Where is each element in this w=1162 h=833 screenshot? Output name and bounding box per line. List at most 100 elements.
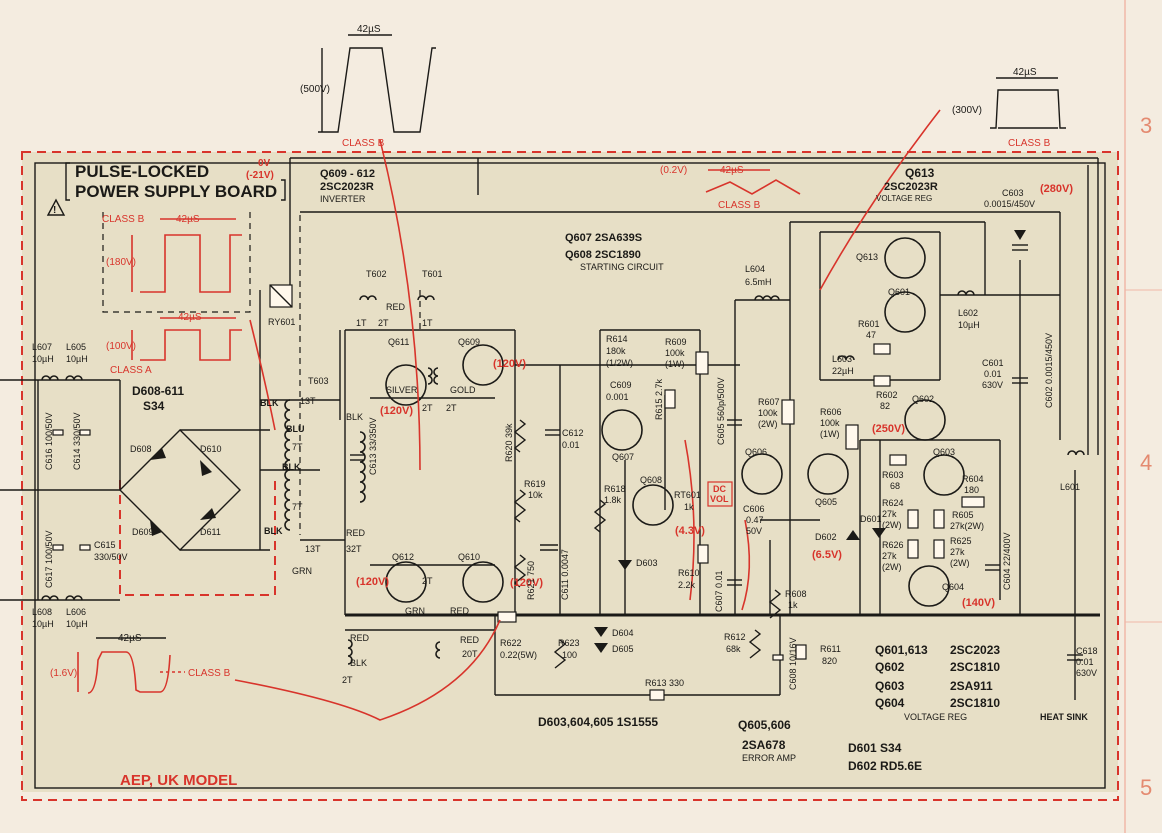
- c603-marker: [1014, 230, 1026, 240]
- svg-text:CLASS A: CLASS A: [110, 365, 152, 376]
- turns-2t-c: 2T: [446, 403, 457, 413]
- r602-body: [873, 375, 891, 387]
- r625-body: [933, 539, 945, 559]
- r626-label: R626: [882, 540, 904, 550]
- legend-row1-left: Q601,613: [875, 643, 928, 657]
- t602-label: T602: [366, 269, 387, 279]
- title-bracket-left: [65, 162, 70, 201]
- c603-value: 0.0015/450V: [984, 199, 1035, 209]
- l601-coil: [1067, 450, 1085, 456]
- c603-label: C603: [1002, 188, 1024, 198]
- capacitors: [52, 244, 1083, 661]
- turns-2t-e: 2T: [342, 675, 353, 685]
- d601-label: D601: [860, 514, 882, 524]
- waveform-4: CLASS B 42µS (180V): [102, 214, 242, 293]
- voltage-280v: (280V): [1040, 183, 1073, 195]
- board-title-line1: PULSE-LOCKED: [75, 162, 209, 181]
- red-label-5: RED: [460, 635, 480, 645]
- r604-label: R604: [962, 474, 984, 484]
- r611-body: [795, 644, 807, 660]
- l602-value: 10µH: [958, 320, 980, 330]
- q610-label: Q610: [458, 552, 480, 562]
- c615-label: C615: [94, 540, 116, 550]
- svg-text:(1.6V): (1.6V): [50, 668, 77, 679]
- turns-1t-b: 1T: [422, 318, 433, 328]
- d609-label: D609: [132, 527, 154, 537]
- q607-symbol: [601, 409, 643, 451]
- turns-13t-b: 13T: [305, 544, 321, 554]
- r606-value: 100k: [820, 418, 840, 428]
- r622-value: 0.22(5W): [500, 650, 537, 660]
- d603-symbol: [618, 560, 632, 570]
- t-coil-3: [347, 639, 353, 665]
- voltage-120v-q612: (120V): [356, 576, 389, 588]
- c618-value: 0.01: [1076, 657, 1094, 667]
- r623-zigzag: [553, 639, 567, 669]
- red-arrows: [234, 109, 941, 721]
- d605-label: D605: [612, 644, 634, 654]
- r609-watt: (1W): [665, 359, 685, 369]
- l605-value: 10µH: [66, 354, 88, 364]
- l603-coil: [837, 355, 855, 361]
- d601-symbol: [872, 528, 886, 538]
- r619-value: 10k: [528, 490, 543, 500]
- q610-symbol: [462, 561, 504, 603]
- grn-label: GRN: [292, 566, 312, 576]
- q609-label: Q609: [458, 337, 480, 347]
- d610-label: D610: [200, 444, 222, 454]
- board-outline-dashed: [21, 151, 1119, 801]
- r612-zigzag: [748, 629, 762, 659]
- r610-label: R610: [678, 568, 700, 578]
- q609-symbol: [462, 344, 504, 386]
- ry601-label: RY601: [268, 317, 295, 327]
- r602-label: R602: [876, 390, 898, 400]
- r601-body: [873, 343, 891, 355]
- c601-voltage: 630V: [982, 380, 1003, 390]
- q612-symbol: [385, 561, 427, 603]
- turns-32t: 32T: [346, 544, 362, 554]
- l606-coil: [65, 595, 83, 601]
- q609-612-role: INVERTER: [320, 194, 366, 204]
- q613-type: 2SC2023R: [884, 181, 938, 193]
- l605-label: L605: [66, 342, 86, 352]
- c614-label: C614 330/50V: [72, 412, 82, 470]
- q601-label: Q601: [888, 287, 910, 297]
- s34-label: S34: [143, 399, 165, 413]
- blu-label: BLU: [286, 424, 305, 434]
- red-label-2: RED: [386, 302, 406, 312]
- t603-secondary-coil: [359, 431, 366, 503]
- r607-watt: (2W): [758, 419, 778, 429]
- q613-label: Q613: [905, 166, 935, 180]
- q604-symbol: [908, 565, 950, 607]
- c612-label: C612: [562, 428, 584, 438]
- q608-symbol: [632, 484, 674, 526]
- resistors: [497, 343, 985, 701]
- legend-q605-606: Q605,606: [738, 718, 791, 732]
- l604-value: 6.5mH: [745, 277, 772, 287]
- warning-icon: [46, 198, 66, 216]
- warning-mark: !: [53, 205, 56, 216]
- q606-label: Q606: [745, 447, 767, 457]
- c608-label: C608 10/16V: [788, 637, 798, 690]
- t603-label: T603: [308, 376, 329, 386]
- r622-label: R622: [500, 638, 522, 648]
- diodes: [150, 230, 1026, 653]
- r615-body: [664, 389, 676, 409]
- c602-label: C602 0.0015/450V: [1044, 333, 1054, 408]
- d608-label: D608: [130, 444, 152, 454]
- turns-7t-a: 7T: [292, 442, 303, 452]
- q606-symbol: [741, 453, 783, 495]
- r621-zigzag: [513, 554, 527, 588]
- r620-label: R620 39k: [504, 423, 514, 462]
- c618-voltage: 630V: [1076, 668, 1097, 678]
- q605-label: Q605: [815, 497, 837, 507]
- r607-value: 100k: [758, 408, 778, 418]
- t603-primary-coil: [284, 399, 291, 531]
- turns-20t: 20T: [462, 649, 478, 659]
- r610-value: 2.2k: [678, 580, 696, 590]
- r625-label: R625: [950, 536, 972, 546]
- r615-label: R615 2.7k: [654, 378, 664, 420]
- c617-label: C617 100/50V: [44, 530, 54, 588]
- voltage-minus21v: (-21V): [246, 170, 274, 181]
